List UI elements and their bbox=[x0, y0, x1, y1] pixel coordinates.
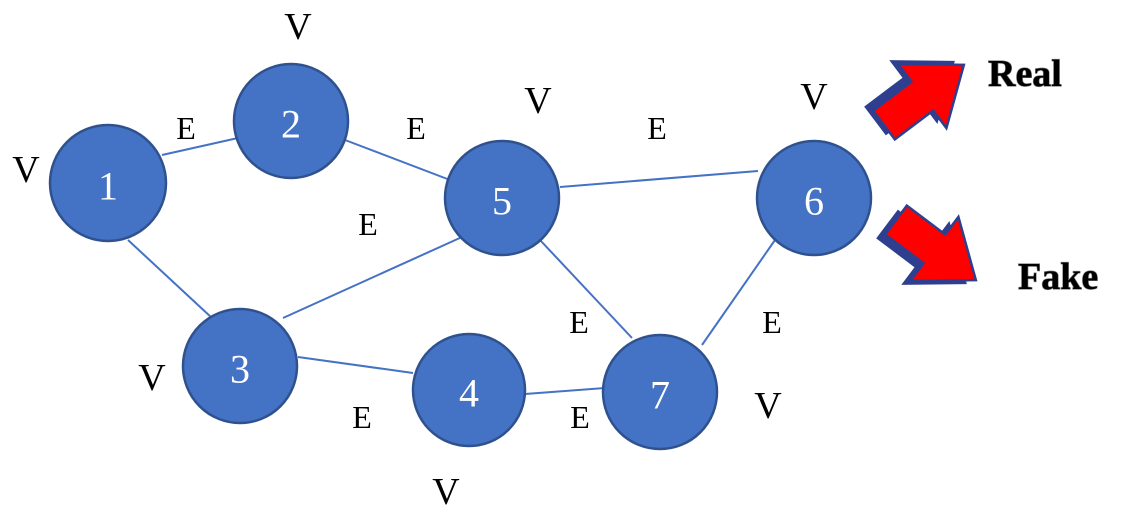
vertex-annotation: V bbox=[524, 80, 552, 122]
edge-annotations: E E E E E E E E bbox=[176, 110, 782, 435]
node-label: 3 bbox=[230, 347, 250, 392]
nodes: 1 2 3 4 5 6 7 bbox=[48, 62, 873, 451]
edge-annotation: E bbox=[647, 110, 667, 146]
vertex-annotation: V bbox=[432, 471, 460, 513]
edge-annotation: E bbox=[352, 399, 372, 435]
edges bbox=[127, 137, 776, 395]
fake-arrow-icon bbox=[876, 203, 978, 285]
node-6: 6 bbox=[755, 139, 873, 257]
node-5: 5 bbox=[443, 139, 561, 257]
edge-1-2 bbox=[161, 137, 239, 156]
node-label: 4 bbox=[459, 371, 479, 416]
node-2: 2 bbox=[232, 62, 350, 180]
vertex-annotation: V bbox=[12, 149, 40, 191]
node-label: 6 bbox=[804, 179, 824, 224]
edge-annotation: E bbox=[358, 206, 378, 242]
real-arrow-icon bbox=[864, 60, 966, 142]
real-label: Real bbox=[988, 53, 1062, 95]
vertex-annotation: V bbox=[284, 6, 312, 48]
vertex-annotation: V bbox=[754, 385, 782, 427]
node-4: 4 bbox=[411, 332, 527, 448]
edge-3-4 bbox=[297, 356, 414, 374]
node-label: 7 bbox=[650, 373, 670, 418]
output-arrows bbox=[864, 60, 978, 285]
edge-6-7 bbox=[701, 239, 776, 346]
edge-3-5 bbox=[282, 236, 463, 319]
node-label: 1 bbox=[98, 164, 118, 209]
node-label: 5 bbox=[492, 179, 512, 224]
vertex-annotations: V V V V V V V bbox=[12, 6, 828, 513]
edge-4-7 bbox=[524, 387, 606, 395]
edge-annotation: E bbox=[569, 304, 589, 340]
node-3: 3 bbox=[181, 307, 299, 425]
vertex-annotation: V bbox=[800, 76, 828, 118]
edge-annotation: E bbox=[406, 110, 426, 146]
node-1: 1 bbox=[48, 123, 168, 243]
edge-1-3 bbox=[127, 239, 213, 319]
node-label: 2 bbox=[281, 102, 301, 147]
edge-5-6 bbox=[559, 170, 759, 188]
vertex-annotation: V bbox=[138, 357, 166, 399]
edge-annotation: E bbox=[176, 110, 196, 146]
edge-annotation: E bbox=[762, 304, 782, 340]
fake-label: Fake bbox=[1018, 256, 1098, 298]
edge-annotation: E bbox=[570, 399, 590, 435]
edge-2-5 bbox=[344, 139, 451, 181]
edge-5-7 bbox=[539, 239, 633, 339]
node-7: 7 bbox=[601, 333, 719, 451]
